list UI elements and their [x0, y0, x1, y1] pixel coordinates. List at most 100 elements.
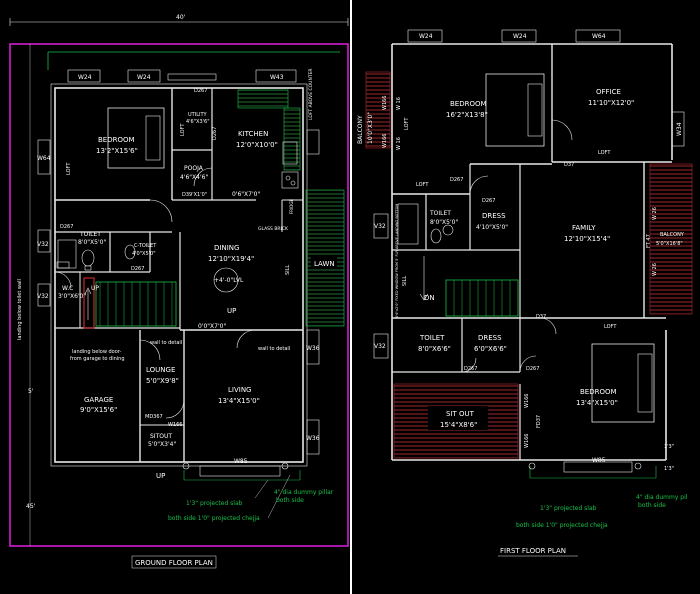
first-window-w166-d: W166: [524, 434, 530, 449]
family-size: 12'10"X15'4": [564, 235, 610, 243]
ground-floor-title: GROUND FLOOR PLAN: [135, 559, 213, 567]
utility-size: 4'6"X3'6": [186, 119, 210, 125]
window-v32-a: V32: [37, 241, 49, 248]
toilet-name: TOILET: [79, 231, 101, 238]
wc-name: W.C: [62, 285, 73, 292]
first-bed-1: [485, 73, 545, 147]
loft-kitchen-label: LOFT ABOVE COUNTER: [308, 68, 314, 120]
vertical-note: landing below toilet wall: [17, 279, 23, 340]
living-name: LIVING: [228, 386, 251, 394]
first-dress2-size: 6'0"X6'6": [474, 345, 507, 353]
first-door-d267-c: D267: [464, 366, 477, 372]
sitout-name: SITOUT: [150, 433, 172, 440]
first-wc-icon: [430, 228, 442, 244]
sitout-size: 5'0"X3'4": [148, 441, 176, 448]
loft-bed-label: LOFT: [66, 162, 72, 175]
first-toilet1-name: TOILET: [429, 210, 451, 217]
first-bedroom1-size: 16'2"X13'8": [446, 111, 488, 119]
first-bedroom2-size: 13'4"X15'0": [576, 399, 618, 407]
ground-windows: [37, 69, 320, 477]
first-toilet1-size: 8'0"X5'0": [430, 219, 458, 226]
first-pillar-note: 4" dia dummy pil: [636, 494, 688, 501]
first-window-w26-a: W 26: [652, 207, 658, 220]
kitchen-name: KITCHEN: [238, 130, 268, 138]
first-window-w26-b: W 26: [652, 263, 658, 276]
slab-note: 1'3" projected slab: [186, 500, 243, 507]
first-toilet2-name: TOILET: [419, 334, 445, 342]
door-d39: D39'X1'0": [182, 192, 207, 198]
first-door-d267-b: D267: [482, 198, 495, 204]
dummy-pillar-left: [182, 462, 190, 470]
balcony-right-size: 5'0"X16'8": [656, 241, 683, 247]
first-door-d267-d: D267: [526, 366, 539, 372]
wall-detail-a: wall to detail: [150, 340, 182, 346]
first-dress1-size: 4'10"X5'0": [476, 224, 508, 231]
door-d267-b: D267: [60, 224, 73, 230]
first-bed-2: [591, 343, 655, 423]
ground-walls: [50, 83, 308, 467]
first-dress1-name: DRESS: [482, 212, 506, 220]
sheet-divider: [350, 0, 352, 594]
dining-name: DINING: [214, 244, 239, 252]
first-loft-bed: LOFT: [416, 182, 429, 188]
balcony-right: [649, 163, 693, 315]
balcony-left-size: 10'0"X3'0": [367, 112, 374, 144]
balcony-left: [365, 71, 391, 149]
kitchen-size: 12'0"X10'0": [236, 141, 278, 149]
landing-note-2: from garage to dining: [70, 356, 125, 362]
window-w43: W43: [270, 74, 284, 81]
balcony-left-name: BALCONY: [357, 115, 364, 144]
pooja-name: POOJA: [184, 165, 204, 172]
door-d267-a: D267: [194, 88, 207, 94]
window-v32-b: V32: [37, 293, 49, 300]
first-loft-toilet: LOFT: [404, 117, 410, 130]
first-window-v32-b: V32: [374, 343, 386, 350]
first-window-ft47: FT 47: [646, 234, 652, 248]
window-w24-b: W24: [137, 74, 151, 81]
first-door-d267-a: D267: [450, 177, 463, 183]
up-main-label: UP: [227, 307, 236, 315]
plot-boundary: [9, 43, 349, 547]
first-vertical-note: 4'6"x2'0" FIXED WINDOW FROM 5' FLR ABOVE…: [395, 204, 399, 318]
toilet-size: 8'0"X5'0": [78, 239, 106, 246]
pillar-note: 4" dia dummy pillar: [274, 489, 334, 496]
bedroom-name: BEDROOM: [98, 136, 135, 144]
window-w166: W166: [168, 422, 183, 428]
landing-note-1: landing below door-: [72, 349, 122, 355]
wc-icon: [81, 249, 95, 267]
office-size: 11'10"X12'0": [588, 99, 634, 107]
first-sitout-name: SIT OUT: [446, 410, 475, 418]
first-bath-icon: [397, 203, 419, 245]
lawn-name: LAWN: [314, 260, 335, 268]
first-staircase: [419, 256, 519, 317]
first-chejja-note: both side 1'0" projected chejja: [516, 522, 608, 529]
first-loft-office: LOFT: [598, 150, 611, 156]
first-window-w166-b: W166: [382, 134, 388, 149]
first-sitout-size: 15'4"X8'6": [440, 421, 477, 429]
first-sill-label: SILL: [402, 276, 408, 286]
first-window-w34: W34: [676, 122, 683, 136]
first-toilet2-size: 8'0"X6'6": [418, 345, 451, 353]
ground-staircase: [83, 277, 177, 329]
first-window-w85: W85: [592, 457, 606, 464]
wc-size: 3'0"X6'0": [58, 293, 86, 300]
first-window-v32-a: V32: [374, 223, 386, 230]
door-md367: MD367: [145, 414, 163, 420]
first-door-d37-a: D37: [564, 162, 574, 168]
glass-brick-label: GLASS BRICK: [258, 226, 289, 232]
ctoilet-size: 4'0"X5'0": [132, 251, 156, 257]
sink-icon: [282, 141, 298, 165]
first-window-w24-a: W24: [419, 33, 433, 40]
loft-util-label: LOFT: [180, 123, 186, 136]
utility-name: UTILITY: [188, 112, 208, 118]
first-loft-b2: LOFT: [604, 324, 617, 330]
lounge-name: LOUNGE: [146, 366, 175, 374]
first-floor-title: FIRST FLOOR PLAN: [500, 547, 566, 555]
first-window-w24-b: W24: [513, 33, 527, 40]
kitchen-counter: [237, 89, 289, 109]
garage-name: GARAGE: [84, 396, 113, 404]
pooja-size: 4'6"X4'6": [180, 174, 208, 181]
window-w36-a: W36: [306, 345, 320, 352]
door-d267-d: D267: [212, 127, 218, 140]
window-w24-a: W24: [78, 74, 92, 81]
